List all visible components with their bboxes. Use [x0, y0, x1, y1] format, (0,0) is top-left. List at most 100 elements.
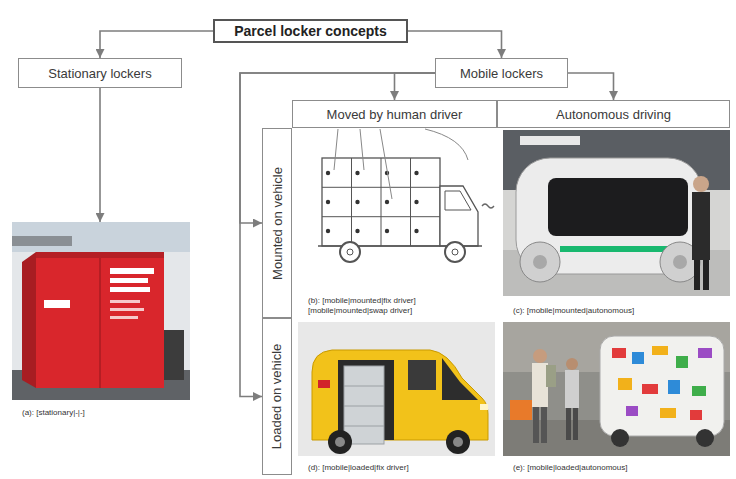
handle-dot	[326, 229, 330, 233]
locker-side	[22, 252, 36, 388]
backpack	[546, 365, 556, 387]
image-panel: (c): [mobile|mounted|autonomous]	[503, 130, 730, 318]
van-logo	[318, 380, 330, 388]
wheel-hub	[347, 249, 353, 255]
connector-arrow	[395, 73, 436, 100]
node-label: Moved by human driver	[327, 107, 463, 122]
locker-body	[36, 252, 164, 388]
pod-wheel	[520, 242, 560, 282]
category-box: Moved by human driver	[292, 100, 497, 128]
wheel	[340, 242, 360, 262]
node-label: Stationary lockers	[48, 66, 151, 81]
handle-dot	[414, 171, 418, 175]
photo-ground	[298, 322, 495, 456]
image-panel: (d): [mobile|loaded|fix driver]	[298, 322, 495, 475]
pod-decoration	[652, 346, 668, 355]
node-label: Loaded on vehicle	[270, 344, 285, 450]
person-leg	[533, 405, 539, 443]
category-box: Stationary lockers	[18, 58, 182, 88]
image-panel: (a): [stationary|-|-]	[12, 222, 190, 420]
pod-window	[548, 178, 688, 236]
sign-stripe	[110, 300, 140, 303]
pod-decoration	[626, 406, 638, 416]
pod-wheel	[611, 429, 629, 447]
handle-dot	[326, 171, 330, 175]
person-leg	[694, 258, 700, 290]
wheel-hub	[452, 249, 458, 255]
pod-decoration	[612, 348, 626, 358]
building-sign	[520, 136, 580, 145]
image-caption: (b): [mobile|mounted|fix driver] [mobile…	[306, 296, 491, 316]
person-leg	[573, 406, 578, 440]
pod-decoration	[660, 408, 676, 418]
sign-stripe	[110, 268, 154, 274]
handle-dot	[355, 200, 359, 204]
locker-grid	[381, 158, 382, 246]
van-wheel	[328, 430, 352, 454]
locker-grid	[322, 187, 440, 188]
image-caption: (a): [stationary|-|-]	[20, 408, 87, 418]
image-caption: (e): [mobile|loaded|autonomous]	[511, 463, 629, 473]
person-body	[692, 192, 710, 260]
loaded-locker	[344, 366, 384, 444]
handle-dot	[414, 229, 418, 233]
handle-dot	[385, 229, 389, 233]
pod-wheel	[696, 429, 714, 447]
sign-stripe	[110, 278, 148, 283]
street-pod-photo	[503, 322, 730, 456]
title-box: Parcel locker concepts	[213, 19, 408, 43]
category-box: Mobile lockers	[435, 58, 568, 88]
truck-drawing	[318, 129, 494, 262]
pod-hub	[673, 255, 687, 269]
pod-decoration	[632, 352, 644, 364]
connector-arrow	[568, 73, 614, 100]
node-label: Mounted on vehicle	[270, 167, 285, 280]
image-panel: (e): [mobile|loaded|autonomous]	[503, 322, 730, 475]
door-seam	[99, 258, 101, 388]
sign-stripe	[110, 308, 144, 311]
locker-grid	[322, 216, 440, 217]
locker-grid	[351, 158, 352, 246]
handle-dot	[414, 200, 418, 204]
van-wheel	[446, 430, 470, 454]
handle-dot	[385, 200, 389, 204]
sign-stripe	[110, 316, 138, 319]
person-body	[532, 363, 548, 407]
van-body	[312, 350, 488, 440]
leader-line	[360, 129, 364, 170]
sky	[12, 222, 190, 252]
category-box: Autonomous driving	[497, 100, 730, 128]
pod-decoration	[690, 410, 702, 420]
handle-dot	[326, 200, 330, 204]
node-label: Parcel locker concepts	[234, 23, 387, 39]
canopy	[12, 236, 72, 246]
autonomous-pod-photo	[503, 130, 730, 296]
locker-grid	[410, 158, 411, 246]
node-label: Autonomous driving	[556, 107, 671, 122]
connector-arrow	[408, 31, 502, 58]
cab-window	[445, 191, 471, 210]
leader-line	[425, 129, 468, 160]
handle-dot	[355, 229, 359, 233]
cargo-box	[322, 158, 440, 246]
locker-handles	[326, 171, 419, 233]
bin	[164, 330, 184, 380]
van-window	[408, 360, 436, 390]
stationary-locker-photo	[12, 222, 190, 400]
van-hub	[453, 437, 463, 447]
person-head	[533, 349, 547, 363]
connector-arrow	[100, 31, 213, 58]
van-headlight	[480, 404, 488, 410]
pod-decoration	[642, 384, 658, 394]
person-leg	[566, 406, 571, 440]
logo-mark	[44, 300, 70, 308]
photo-ground	[12, 222, 190, 400]
locker-seam	[344, 426, 384, 427]
locker-seam	[344, 386, 384, 387]
sign-stripe	[110, 287, 150, 292]
pod-decoration	[676, 356, 688, 368]
person-leg	[541, 405, 547, 443]
yellow-van-render	[298, 322, 495, 456]
pod-decoration	[698, 348, 712, 358]
